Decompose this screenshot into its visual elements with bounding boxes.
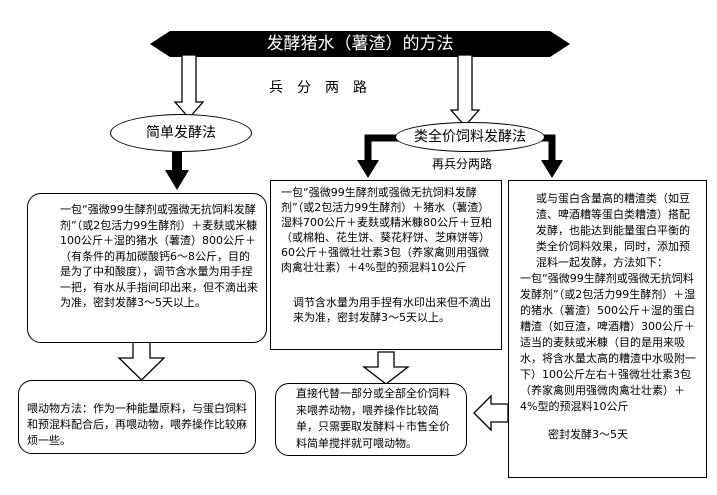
arrow-head-simple (165, 170, 189, 190)
recipe-b-intro: 或与蛋白含量高的糟渣类（如豆渣、啤酒糟等蛋白类糟渣）搭配发酵，也能达到能量蛋白平… (536, 192, 690, 269)
full-method-sublabel: 再兵分两路 (432, 157, 493, 171)
simple-method-label: 简单发酵法 (146, 125, 216, 141)
title-banner (150, 31, 570, 57)
simple-recipe-box: 一包“强微99生酵剂或强微无抗饲料发酵剂”（或2包活力99生酵剂）＋麦麸或米糠1… (27, 193, 267, 343)
full-recipe-a-box: 一包“强微99生酵剂或强微无抗饲料发酵剂”（或2包活力99生酵剂）＋猪水（薯渣）… (270, 180, 502, 350)
moisture-note: 调节含水量为用手捏有水印出来但不滴出来为准，密封发酵3～5天以上。 (293, 296, 491, 324)
simple-feeding-box: 喂动物方法：作为一种能量原料，与蛋白饲料和预混料配合后，再喂动物，喂养操作比较麻… (18, 380, 256, 454)
page-title: 发酵猪水（薯渣）的方法 (266, 34, 454, 54)
arrow-from-recipe-b (473, 394, 509, 432)
simple-method-oval: 简单发酵法 (110, 114, 252, 152)
full-feeding-text: 直接代替一部分或全部全价饲料来喂养动物，喂养操作比较简单，只需要取发酵料＋市售全… (296, 387, 450, 450)
full-recipe-b-box: 或与蛋白含量高的糟渣类（如豆渣、啤酒糟等蛋白类糟渣）搭配发酵，也能达到能量蛋白平… (508, 180, 707, 478)
full-recipe-a-text: 一包“强微99生酵剂或强微无抗饲料发酵剂”（或2包活力99生酵剂）＋猪水（薯渣）… (281, 186, 492, 274)
full-feeding-box: 直接代替一部分或全部全价饲料来喂养动物，喂养操作比较简单，只需要取发酵料＋市售全… (275, 383, 467, 456)
arrow-head-full-left (357, 160, 379, 178)
arrow-head-full-right (541, 160, 563, 178)
arrow-to-simple-method (173, 54, 205, 119)
arrow-shaft-simple (172, 152, 182, 172)
simple-recipe-text: 一包“强微99生酵剂或强微无抗饲料发酵剂”（或2包活力99生酵剂）＋麦麸或米糠1… (60, 203, 258, 309)
arrow-to-simple-feeding (117, 339, 166, 381)
simple-feeding-text: 喂动物方法：作为一种能量原料，与蛋白饲料和预混料配合后，再喂动物，喂养操作比较麻… (27, 402, 247, 447)
arrow-to-full-method (449, 54, 481, 127)
arrow-to-full-feeding (362, 351, 410, 385)
subtitle-split: 兵分两路 (269, 80, 381, 96)
arrow-shaft-full-left (364, 134, 400, 162)
recipe-b-text: 一包“强微99生酵剂或强微无抗饲料发酵剂”（或2包活力99生酵剂）＋湿的猪水（薯… (520, 272, 696, 413)
recipe-b-seal: 密封发酵3～5天 (548, 428, 628, 441)
full-method-label: 类全价饲料发酵法 (414, 129, 526, 145)
full-method-oval: 类全价饲料发酵法 (395, 122, 545, 152)
